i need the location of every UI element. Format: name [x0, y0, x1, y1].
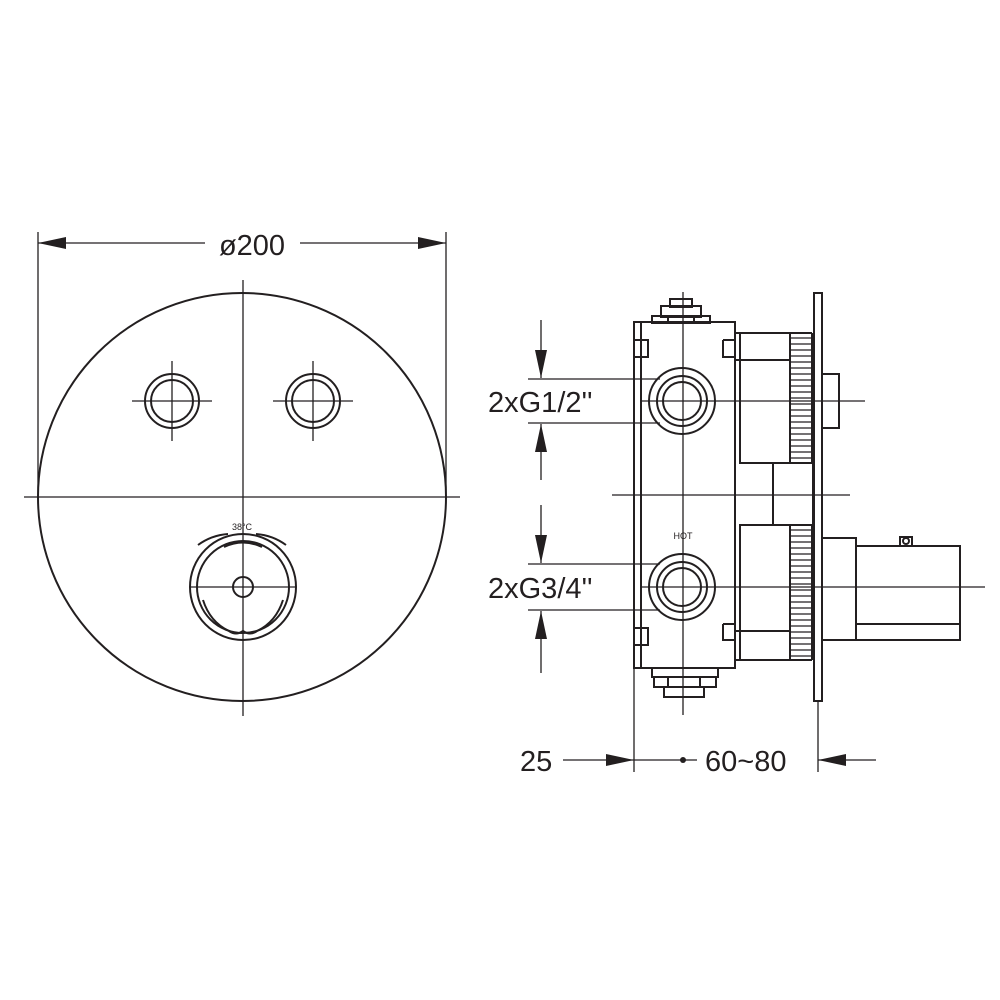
- connection-upper-label: 2xG1/2'': [488, 387, 593, 419]
- port-upper: [640, 367, 865, 435]
- top-nut: [651, 298, 711, 324]
- side-view: HOT: [488, 292, 985, 778]
- front-view: ø200 38°C: [24, 230, 460, 716]
- diameter-dimension: ø200: [37, 230, 447, 498]
- depth-dimensions: 25 60~80: [520, 668, 876, 778]
- push-button-left: [132, 361, 212, 441]
- thermostat-handle: [821, 536, 961, 641]
- diameter-label: ø200: [219, 230, 285, 262]
- temperature-label: 38°C: [232, 522, 253, 532]
- threaded-sleeve-upper: [739, 332, 813, 464]
- depth-front-label: 25: [520, 746, 552, 778]
- depth-range-label: 60~80: [705, 746, 786, 778]
- push-button-right: [273, 361, 353, 441]
- button-stub: [821, 373, 840, 429]
- connection-lower-label: 2xG3/4'': [488, 573, 593, 605]
- connection-dimensions: 2xG1/2'' 2xG3/4'': [488, 320, 660, 673]
- wall-plate: [813, 292, 823, 702]
- thermostat-knob: 38°C: [189, 522, 297, 641]
- bottom-nut: [651, 667, 719, 698]
- threaded-sleeve-lower: [739, 524, 813, 661]
